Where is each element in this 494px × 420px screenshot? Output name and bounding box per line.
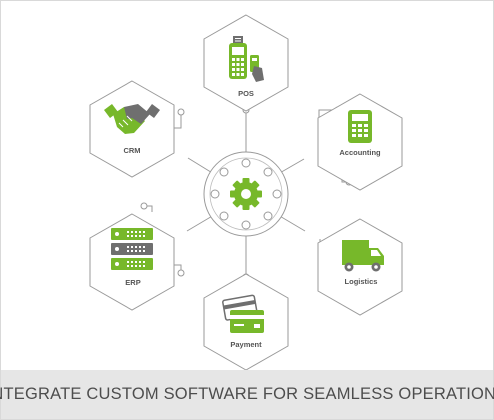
delivery-truck-icon [342,240,384,272]
pos-terminal-icon [229,36,264,82]
node-label-logistics: Logistics [345,277,378,286]
node-label-payment: Payment [230,340,262,349]
node-label-accounting: Accounting [339,148,381,157]
node-label-pos: POS [238,89,254,98]
central-hub [203,151,289,237]
hub-ring-dots [210,158,282,230]
credit-card-icon [222,294,264,333]
caption-bar: INTEGRATE CUSTOM SOFTWARE FOR SEAMLESS O… [0,370,494,419]
node-payment: Payment [203,273,289,370]
calculator-icon [348,110,372,143]
server-rack-icon [111,228,153,270]
node-erp: ERP [89,213,175,311]
node-logistics: Logistics [317,218,403,316]
integration-diagram: POS Accounting Logistics [89,14,403,370]
caption-text: INTEGRATE CUSTOM SOFTWARE FOR SEAMLESS O… [0,385,494,403]
node-label-crm: CRM [123,146,140,155]
node-label-erp: ERP [125,278,140,287]
node-pos: POS [203,14,289,112]
node-accounting: Accounting [317,93,403,191]
gear-icon [230,178,262,210]
handshake-icon [104,104,160,134]
node-crm: CRM [89,80,175,178]
